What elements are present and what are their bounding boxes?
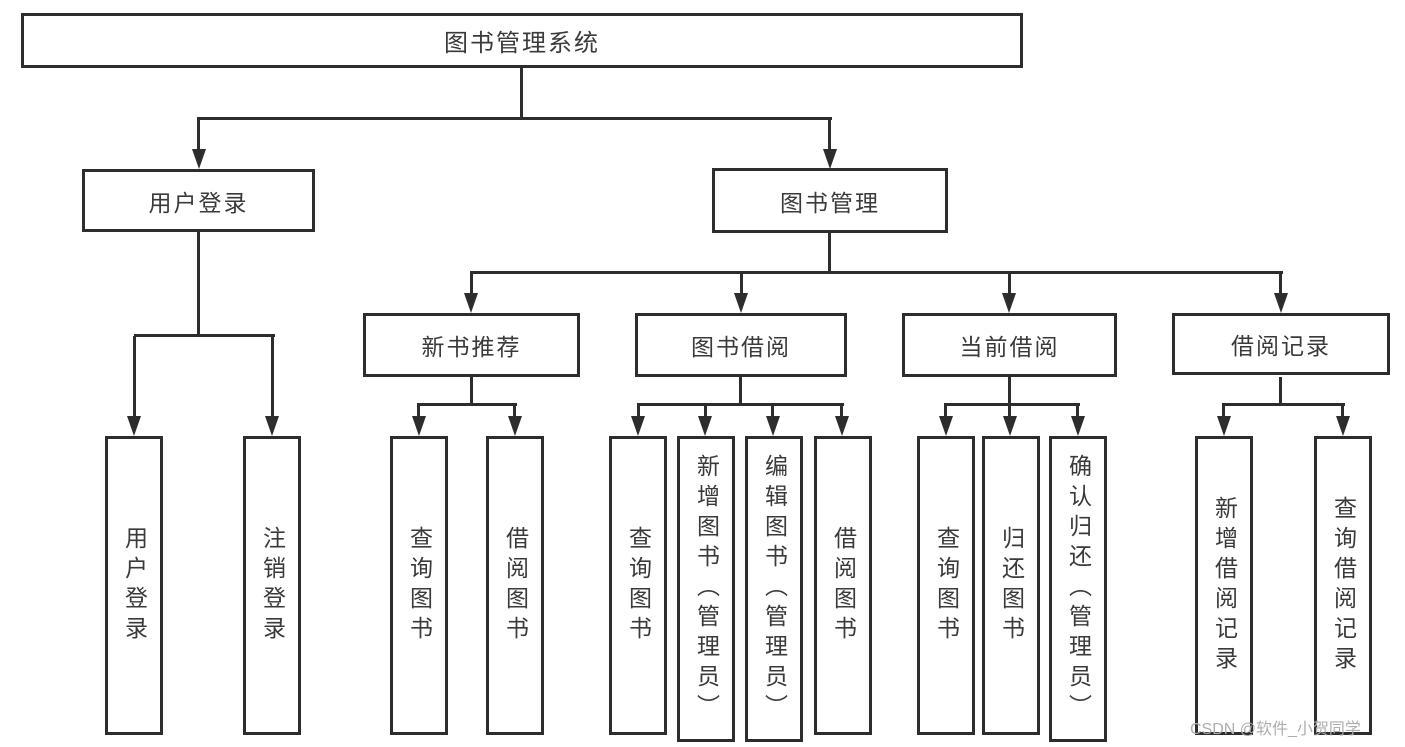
connector-to-leaf xyxy=(637,405,640,420)
leaf-edit-book-admin: 编辑图书（管理员） xyxy=(745,436,803,742)
leaf-label: 确认归还（管理员） xyxy=(1065,454,1092,724)
leaf-label: 查询图书 xyxy=(406,525,433,646)
leaf-add-book-admin: 新增图书（管理员） xyxy=(677,436,735,742)
arrow-down-icon xyxy=(1217,416,1231,436)
arrow-down-icon xyxy=(265,416,279,436)
leaf-label: 借阅图书 xyxy=(502,525,529,646)
arrow-down-icon xyxy=(1071,416,1085,436)
connector-book-management-stem xyxy=(828,232,831,273)
leaf-borrow-book: 借阅图书 xyxy=(814,436,872,735)
connector-current-borrow-branch xyxy=(944,403,1080,406)
connector-to-leaf xyxy=(944,405,947,420)
leaf-query-book-recommend: 查询图书 xyxy=(390,436,448,735)
node-current-borrow: 当前借阅 xyxy=(902,313,1117,377)
arrow-down-icon xyxy=(734,293,748,313)
arrow-down-icon xyxy=(1336,416,1350,436)
connector-to-leaf-logout xyxy=(271,336,274,420)
leaf-label: 新增借阅记录 xyxy=(1211,495,1238,676)
connector-level3-branch xyxy=(470,271,1283,274)
connector-new-book-stem xyxy=(470,377,473,406)
arrow-down-icon xyxy=(823,149,837,169)
node-library-management-system: 图书管理系统 xyxy=(21,13,1023,68)
connector-to-leaf-user-login xyxy=(133,336,136,420)
arrow-down-icon xyxy=(192,149,206,169)
leaf-label: 查询借阅记录 xyxy=(1330,495,1357,676)
csdn-watermark: CSDN @软件_小贺同学 xyxy=(1190,721,1361,738)
leaf-label: 归还图书 xyxy=(998,525,1025,646)
arrow-down-icon xyxy=(1002,293,1016,313)
arrow-down-icon xyxy=(766,416,780,436)
node-label: 图书管理 xyxy=(780,189,880,216)
connector-to-user-login xyxy=(197,118,200,151)
connector-level1-branch xyxy=(197,117,832,120)
leaf-label: 用户登录 xyxy=(121,525,148,646)
leaf-label: 编辑图书（管理员） xyxy=(761,454,788,724)
arrow-down-icon xyxy=(698,416,712,436)
leaf-label: 查询图书 xyxy=(625,525,652,646)
leaf-logout-login: 注销登录 xyxy=(243,436,301,735)
connector-borrow-records-branch xyxy=(1222,403,1345,406)
leaf-label: 新增图书（管理员） xyxy=(693,454,720,724)
connector-root-stem xyxy=(520,68,523,118)
arrow-down-icon xyxy=(412,416,426,436)
node-label: 图书管理系统 xyxy=(444,30,600,57)
connector-to-leaf xyxy=(1341,405,1344,420)
connector-book-borrow-stem xyxy=(739,377,742,406)
leaf-label: 借阅图书 xyxy=(830,525,857,646)
leaf-label: 查询图书 xyxy=(933,525,960,646)
arrow-down-icon xyxy=(939,416,953,436)
connector-to-book-borrow xyxy=(740,273,743,295)
connector-to-current-borrow xyxy=(1008,273,1011,295)
arrow-down-icon xyxy=(1274,293,1288,313)
connector-to-new-book xyxy=(470,273,473,295)
connector-current-borrow-stem xyxy=(1008,377,1011,406)
leaf-user-login: 用户登录 xyxy=(105,436,163,735)
node-book-management: 图书管理 xyxy=(712,168,948,233)
connector-to-leaf xyxy=(771,405,774,420)
node-book-borrow: 图书借阅 xyxy=(635,313,847,377)
node-label: 借阅记录 xyxy=(1231,333,1331,359)
connector-borrow-records-stem xyxy=(1279,377,1282,406)
connector-to-leaf xyxy=(704,405,707,420)
arrow-down-icon xyxy=(1003,416,1017,436)
node-new-book-recommend: 新书推荐 xyxy=(363,313,580,377)
leaf-query-borrow-record: 查询借阅记录 xyxy=(1314,436,1372,735)
connector-to-leaf xyxy=(417,405,420,420)
leaf-add-borrow-record: 新增借阅记录 xyxy=(1195,436,1253,735)
leaf-return-book: 归还图书 xyxy=(982,436,1040,735)
node-label: 新书推荐 xyxy=(421,334,522,360)
leaf-confirm-return-admin: 确认归还（管理员） xyxy=(1049,436,1107,742)
leaf-query-book-current: 查询图书 xyxy=(917,436,975,735)
leaf-borrow-book-recommend: 借阅图书 xyxy=(486,436,544,735)
connector-book-borrow-branch xyxy=(637,403,844,406)
node-user-login: 用户登录 xyxy=(82,169,315,232)
leaf-label: 注销登录 xyxy=(259,525,286,646)
arrow-down-icon xyxy=(631,416,645,436)
node-borrow-records: 借阅记录 xyxy=(1172,313,1390,375)
node-label: 图书借阅 xyxy=(691,334,791,360)
connector-to-leaf xyxy=(1008,405,1011,420)
connector-to-leaf xyxy=(840,405,843,420)
arrow-down-icon xyxy=(464,293,478,313)
connector-to-leaf xyxy=(1222,405,1225,420)
connector-to-leaf xyxy=(1076,405,1079,420)
arrow-down-icon xyxy=(508,416,522,436)
connector-new-book-branch xyxy=(417,403,517,406)
arrow-down-icon xyxy=(127,416,141,436)
connector-to-book-management xyxy=(828,118,831,151)
node-label: 用户登录 xyxy=(148,189,249,216)
leaf-query-book-borrow: 查询图书 xyxy=(609,436,667,735)
connector-to-borrow-records xyxy=(1279,273,1282,295)
connector-user-login-stem xyxy=(197,231,200,336)
node-label: 当前借阅 xyxy=(959,334,1060,360)
connector-user-login-branch xyxy=(134,334,275,337)
connector-to-leaf xyxy=(513,405,516,420)
arrow-down-icon xyxy=(835,416,849,436)
